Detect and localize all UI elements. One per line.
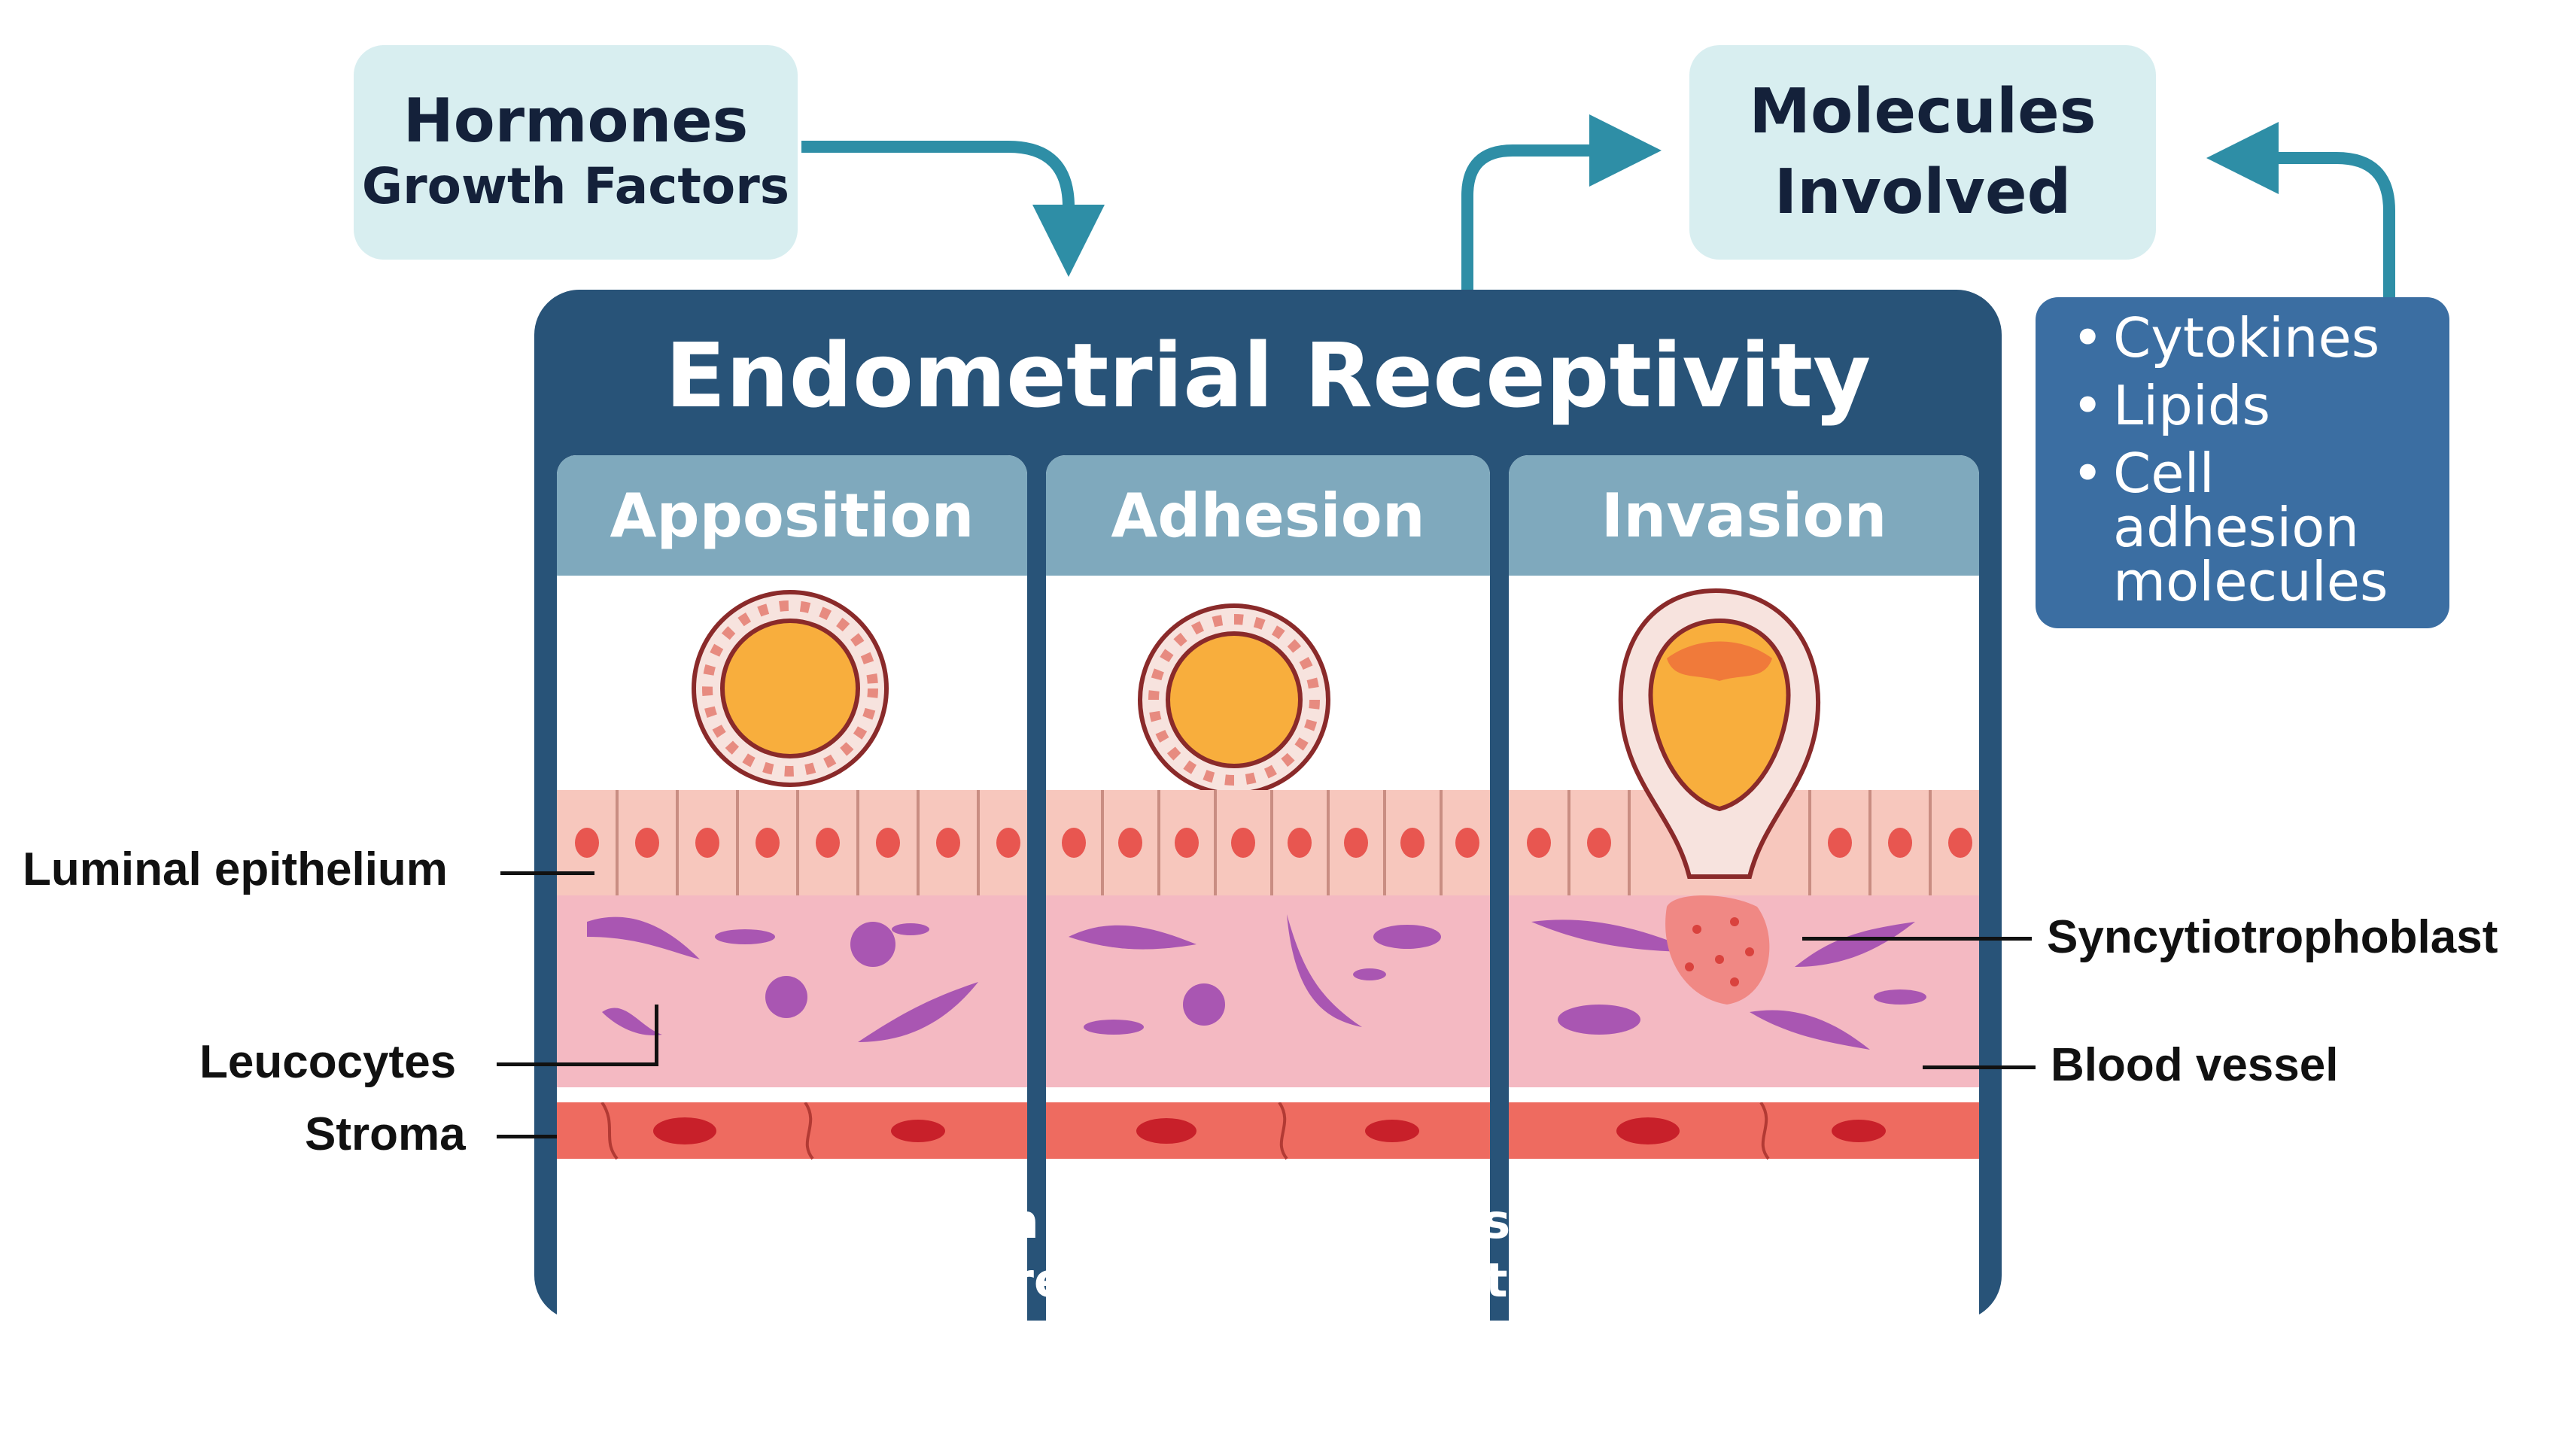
invasion-illustration bbox=[1509, 576, 1979, 1087]
caption-line-2: the receptive endometrium bbox=[907, 1252, 1629, 1308]
list-item-cell-adhesion: Cell adhesion molecules bbox=[2113, 442, 2388, 613]
label-luminal-epithelium: Luminal epithelium bbox=[23, 844, 448, 895]
molecules-label: Molecules bbox=[1749, 75, 2096, 147]
molecule-list-box: •Cytokines •Lipids •Cell adhesion molecu… bbox=[2036, 297, 2449, 628]
endometrial-receptivity-panel: Endometrial Receptivity Apposition bbox=[534, 290, 2002, 1456]
stage-panel-adhesion: Adhesion bbox=[1046, 455, 1490, 1456]
arrow-receptivity-to-molecules bbox=[1461, 114, 1662, 290]
leader-syncytiotrophoblast bbox=[1802, 937, 2032, 941]
apposition-illustration bbox=[557, 576, 1027, 1087]
molecules-involved-box: Molecules Involved bbox=[1689, 45, 2156, 260]
leader-stroma bbox=[497, 1135, 557, 1138]
arrow-list-to-molecules bbox=[2206, 122, 2395, 297]
flow-arrows bbox=[801, 114, 2395, 297]
involved-label: Involved bbox=[1774, 156, 2072, 228]
label-syncytiotrophoblast: Syncytiotrophoblast bbox=[2047, 911, 2498, 963]
caption-line-1: Interaction between the blastocyst and bbox=[748, 1194, 1788, 1249]
label-blood-vessel: Blood vessel bbox=[2051, 1039, 2339, 1091]
list-item: •Cytokines bbox=[2072, 306, 2380, 369]
main-title: Endometrial Receptivity bbox=[664, 324, 1871, 427]
list-item-cytokines: Cytokines bbox=[2113, 306, 2380, 369]
label-leucocytes: Leucocytes bbox=[199, 1036, 457, 1088]
growth-factors-label: Growth Factors bbox=[361, 157, 790, 216]
list-item: •Cell adhesion molecules bbox=[2072, 446, 2419, 609]
stroma-layer bbox=[1046, 895, 1490, 1087]
stage-panel-invasion: Invasion bbox=[1509, 455, 1979, 1456]
luminal-epithelium-cells bbox=[1046, 790, 1490, 895]
blood-vessel-band bbox=[557, 1102, 1979, 1160]
stage-header-adhesion: Adhesion bbox=[1046, 455, 1490, 576]
stage-panel-apposition: Apposition bbox=[557, 455, 1027, 1456]
invading-blastocyst bbox=[1618, 588, 1821, 879]
leader-luminal bbox=[500, 871, 594, 875]
blastocyst bbox=[692, 590, 889, 787]
list-item-lipids: Lipids bbox=[2113, 374, 2271, 437]
hormones-growth-factors-box: Hormones Growth Factors bbox=[354, 45, 798, 260]
caption: Interaction between the blastocyst and t… bbox=[534, 1193, 2002, 1309]
blastocyst bbox=[1138, 603, 1330, 796]
leader-leucocytes bbox=[497, 1062, 658, 1066]
hormones-label: Hormones bbox=[403, 86, 749, 157]
syncytiotrophoblast bbox=[1665, 895, 1770, 1005]
list-item: •Lipids bbox=[2072, 374, 2271, 437]
stroma-layer bbox=[557, 895, 1027, 1087]
stage-header-apposition: Apposition bbox=[557, 455, 1027, 576]
label-stroma: Stroma bbox=[305, 1108, 466, 1160]
leader-blood-vessel bbox=[1923, 1065, 2036, 1069]
arrow-hormones-to-receptivity bbox=[801, 141, 1105, 277]
luminal-epithelium-cells bbox=[557, 790, 1027, 895]
stage-header-invasion: Invasion bbox=[1509, 455, 1979, 576]
adhesion-illustration bbox=[1046, 576, 1490, 1087]
leader-leucocytes-vertical bbox=[655, 1005, 658, 1065]
